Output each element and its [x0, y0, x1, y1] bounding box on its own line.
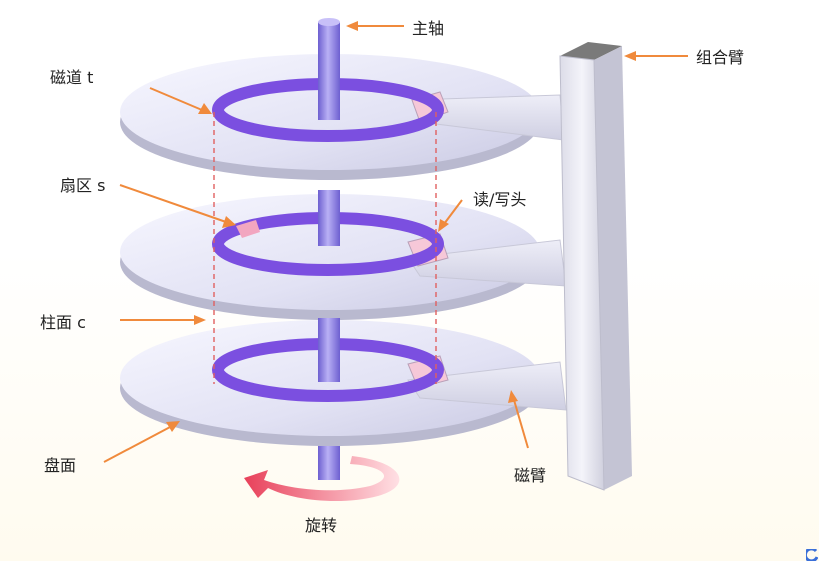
corner-loading-icon: [806, 549, 818, 561]
cylinder-lines: [213, 112, 437, 384]
arm-assembly-label: 组合臂: [696, 48, 745, 67]
cylinder-label: 柱面 c: [40, 313, 86, 332]
track-label: 磁道 t: [50, 68, 94, 87]
pointer-arrows: [103, 21, 688, 463]
sector-highlight: [236, 220, 260, 238]
spindle-shaft: [318, 18, 340, 480]
spindle-label: 主轴: [412, 19, 445, 38]
surface-label: 盘面: [44, 456, 77, 475]
rotation-label: 旋转: [305, 516, 338, 535]
arm-label: 磁臂: [514, 466, 547, 485]
rotation-arrow: [244, 456, 400, 502]
head-label: 读/写头: [473, 190, 527, 209]
arm-column: [559, 42, 632, 491]
sector-label: 扇区 s: [60, 176, 106, 195]
